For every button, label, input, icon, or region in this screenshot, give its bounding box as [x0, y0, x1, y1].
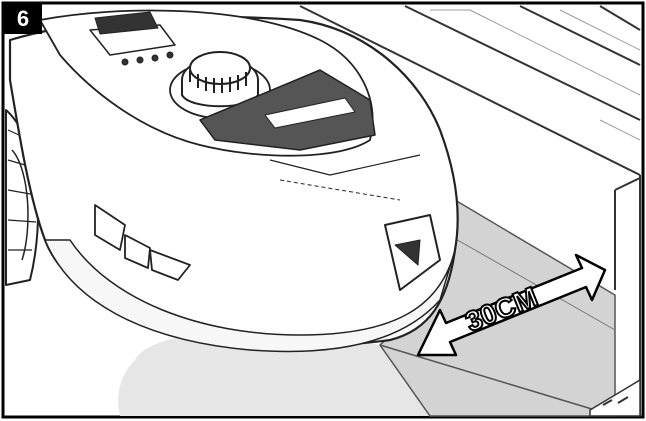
- strip-edge-line: [379, 344, 616, 417]
- mower-front-lights: [94, 204, 191, 281]
- paving-slabs: [299, 5, 641, 416]
- strip-edge-line-2: [439, 229, 616, 331]
- corner-object: [589, 378, 641, 417]
- robot-mower-icon: [5, 9, 459, 353]
- step-number-badge: 6: [4, 4, 42, 34]
- mower-shadow: [118, 330, 430, 416]
- paving-slab-lines: [430, 9, 641, 141]
- double-arrow-icon: [416, 253, 607, 357]
- mower-bumper: [44, 239, 456, 353]
- height-adjust-knob-icon: [169, 51, 271, 119]
- mower-hatched-panel: [199, 69, 376, 151]
